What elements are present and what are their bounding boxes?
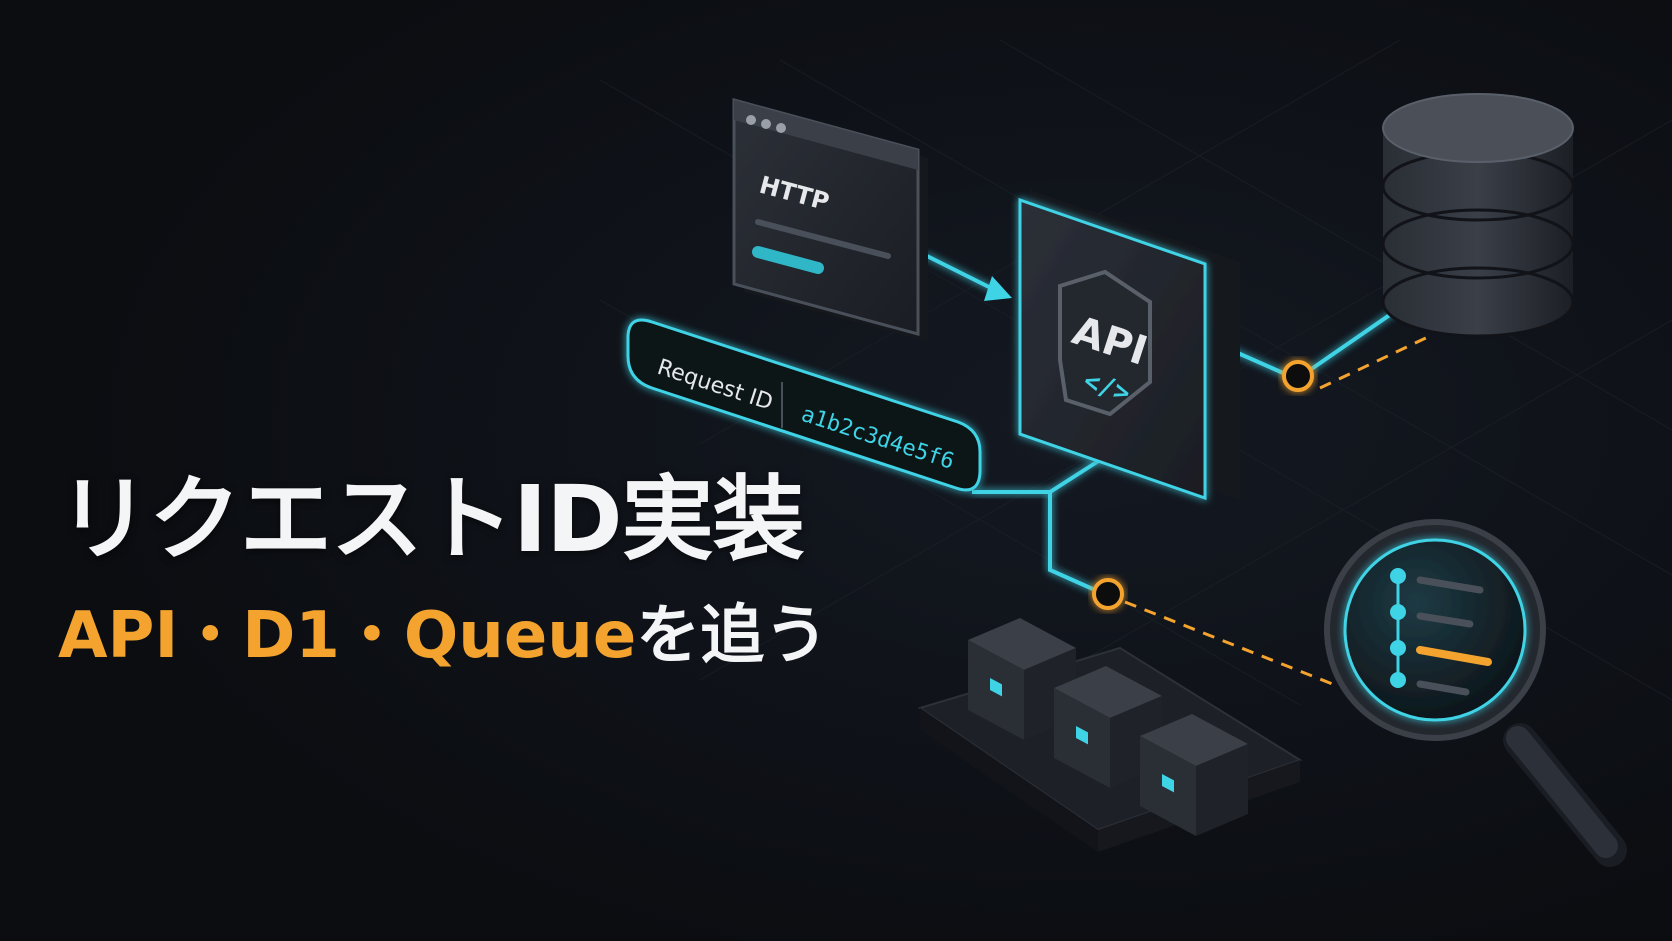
subtitle-plain: を追う xyxy=(636,599,829,673)
api-node: API </> xyxy=(1018,190,1240,501)
window-dot-icon xyxy=(761,119,771,129)
subtitle-accent: API・D1・Queue xyxy=(58,599,637,673)
window-dot-icon xyxy=(776,123,786,133)
database-icon xyxy=(1381,93,1575,338)
magnifier-logs-icon xyxy=(1324,519,1627,867)
title-block: リクエストID実装 API・D1・Queueを追う xyxy=(58,470,828,674)
http-to-api-line xyxy=(924,253,996,292)
page-title: リクエストID実装 xyxy=(58,466,805,573)
api-shield-icon xyxy=(1058,269,1152,417)
trace-point-queue xyxy=(1092,578,1124,610)
queue-boxes-icon xyxy=(917,618,1303,852)
queue-to-logs-dashed-link xyxy=(1124,600,1336,687)
window-dot-icon xyxy=(746,115,756,125)
page-subtitle: API・D1・Queueを追う xyxy=(58,598,828,674)
http-window: HTTP xyxy=(732,98,928,342)
api-to-queue-line xyxy=(1048,492,1096,592)
trace-point-database xyxy=(1282,360,1314,392)
arrow-head-icon xyxy=(984,276,1012,301)
